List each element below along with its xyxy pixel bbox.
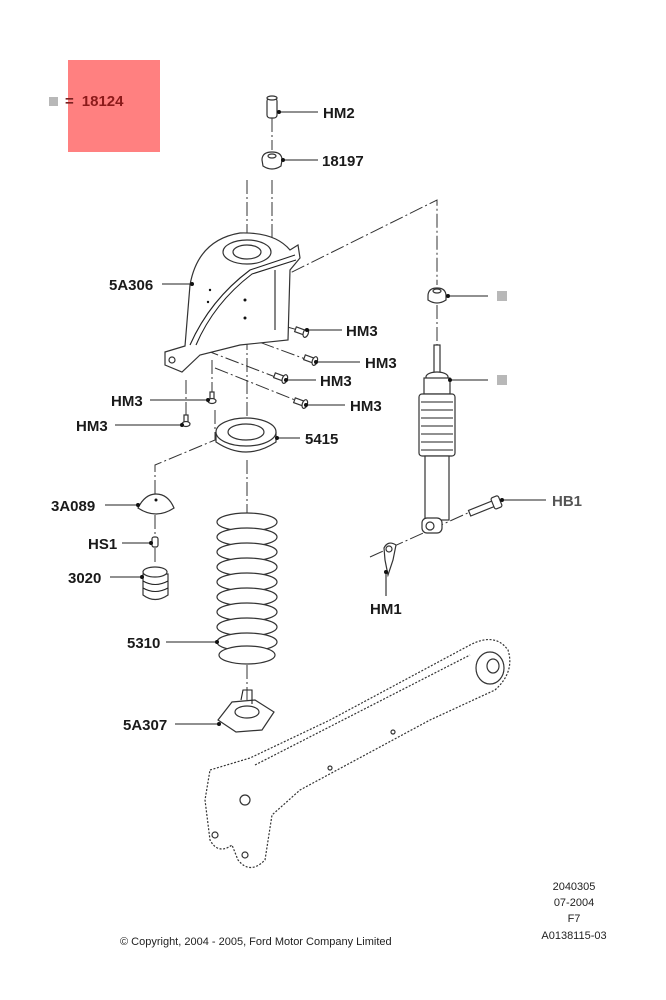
leader-lines: [105, 110, 546, 726]
nut-hm1[interactable]: [383, 542, 397, 578]
callout-hm3[interactable]: HM3: [350, 398, 382, 415]
screw-hs1[interactable]: [151, 536, 159, 548]
callout-hm3[interactable]: HM3: [346, 323, 378, 340]
callout-hm3[interactable]: HM3: [365, 355, 397, 372]
callout-hm1[interactable]: HM1: [370, 601, 402, 618]
diagram-section: F7: [568, 913, 581, 925]
callout-marker-shock-absorber[interactable]: [497, 375, 507, 385]
callout-marker-upper-bushing[interactable]: [497, 291, 507, 301]
callout-hm3[interactable]: HM3: [76, 418, 108, 435]
callout-18197[interactable]: 18197: [322, 153, 364, 170]
callout-5310[interactable]: 5310: [127, 635, 160, 652]
callout-hs1[interactable]: HS1: [88, 536, 117, 553]
diagram-date: 07-2004: [554, 897, 594, 909]
legend-text[interactable]: = 18124: [65, 93, 123, 110]
lower-spring-seat-5a307[interactable]: [217, 689, 275, 733]
callout-hm2[interactable]: HM2: [323, 105, 355, 122]
callout-5a307[interactable]: 5A307: [123, 717, 167, 734]
shock-upper-bushing[interactable]: [427, 287, 447, 304]
callout-5a306[interactable]: 5A306: [109, 277, 153, 294]
highlight-legend-box: [68, 60, 160, 152]
coil-spring-5310[interactable]: [216, 512, 278, 665]
callout-hb1[interactable]: HB1: [552, 493, 582, 510]
legend-part-number: 18124: [81, 93, 124, 110]
bump-stop-3020[interactable]: [142, 566, 169, 601]
copyright-notice: © Copyright, 2004 - 2005, Ford Motor Com…: [120, 936, 392, 948]
shock-absorber[interactable]: [418, 344, 456, 534]
lower-control-arm: [204, 639, 511, 869]
callout-hm3[interactable]: HM3: [111, 393, 143, 410]
legend-equals: =: [65, 93, 74, 110]
callout-hm3[interactable]: HM3: [320, 373, 352, 390]
bolt-hb1[interactable]: [467, 495, 503, 518]
stud-hm2[interactable]: [266, 95, 278, 119]
diagram-code: 2040305: [553, 881, 596, 893]
callout-3a089[interactable]: 3A089: [51, 498, 95, 515]
legend-swatch: [49, 97, 58, 106]
bump-stop-mount-3a089[interactable]: [137, 493, 175, 515]
callout-5415[interactable]: 5415: [305, 431, 338, 448]
spring-bracket-5a306[interactable]: [164, 232, 301, 373]
callout-3020[interactable]: 3020: [68, 570, 101, 587]
bushing-18197[interactable]: [261, 151, 283, 170]
diagram-reference: A0138115-03: [541, 930, 606, 942]
spring-insulator-5415[interactable]: [215, 417, 277, 453]
